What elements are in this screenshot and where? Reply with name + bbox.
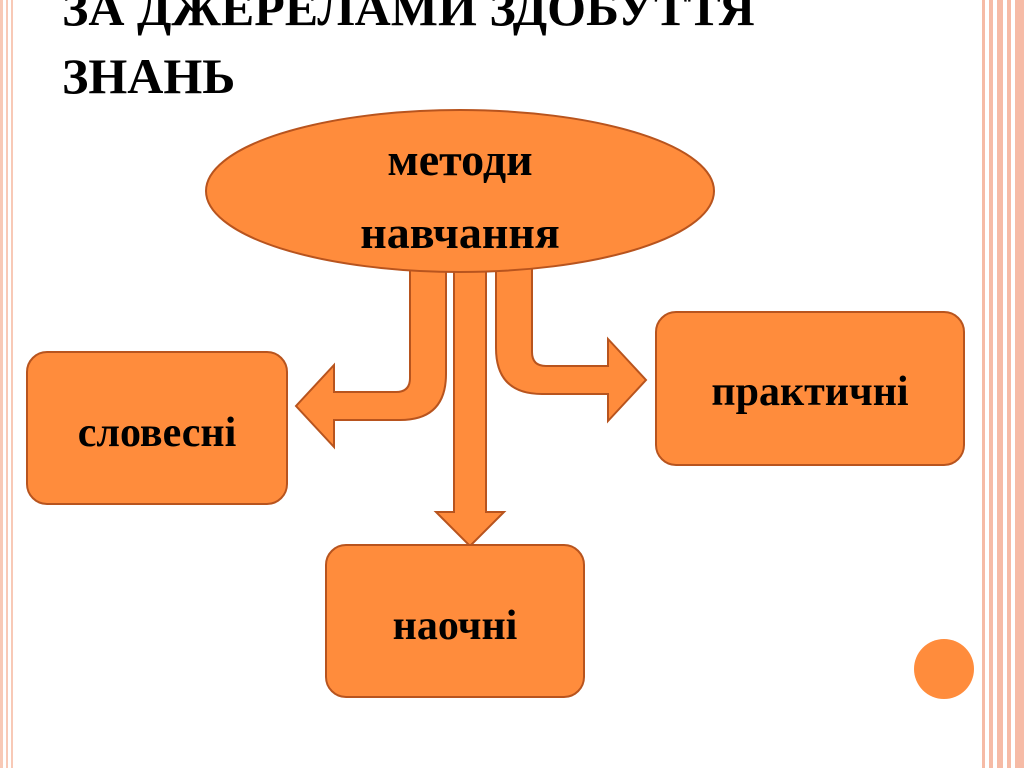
node-verbal: словесні xyxy=(26,351,288,505)
right-frame-stripes xyxy=(982,0,1024,768)
arrow-to-bottom xyxy=(433,267,507,548)
slide-title-line-2: ЗНАНЬ xyxy=(62,48,236,104)
node-visual-label: наочні xyxy=(393,603,518,649)
node-verbal-label: словесні xyxy=(78,410,237,456)
slide-title: ЗА ДЖЕРЕЛАМИ ЗДОБУТТЯ ЗНАНЬ xyxy=(62,0,755,110)
node-practical: практичні xyxy=(655,311,965,466)
node-practical-label: практичні xyxy=(711,369,908,415)
arrow-to-right xyxy=(495,267,648,424)
root-node: методи навчання xyxy=(205,109,715,273)
root-label-line-2: навчання xyxy=(360,207,559,258)
left-frame-stripes xyxy=(0,0,13,768)
arrow-to-left xyxy=(294,267,447,450)
accent-dot xyxy=(914,639,974,699)
node-visual: наочні xyxy=(325,544,585,698)
root-label-line-1: методи xyxy=(387,134,532,185)
slide-title-line-1: ЗА ДЖЕРЕЛАМИ ЗДОБУТТЯ xyxy=(62,0,755,36)
